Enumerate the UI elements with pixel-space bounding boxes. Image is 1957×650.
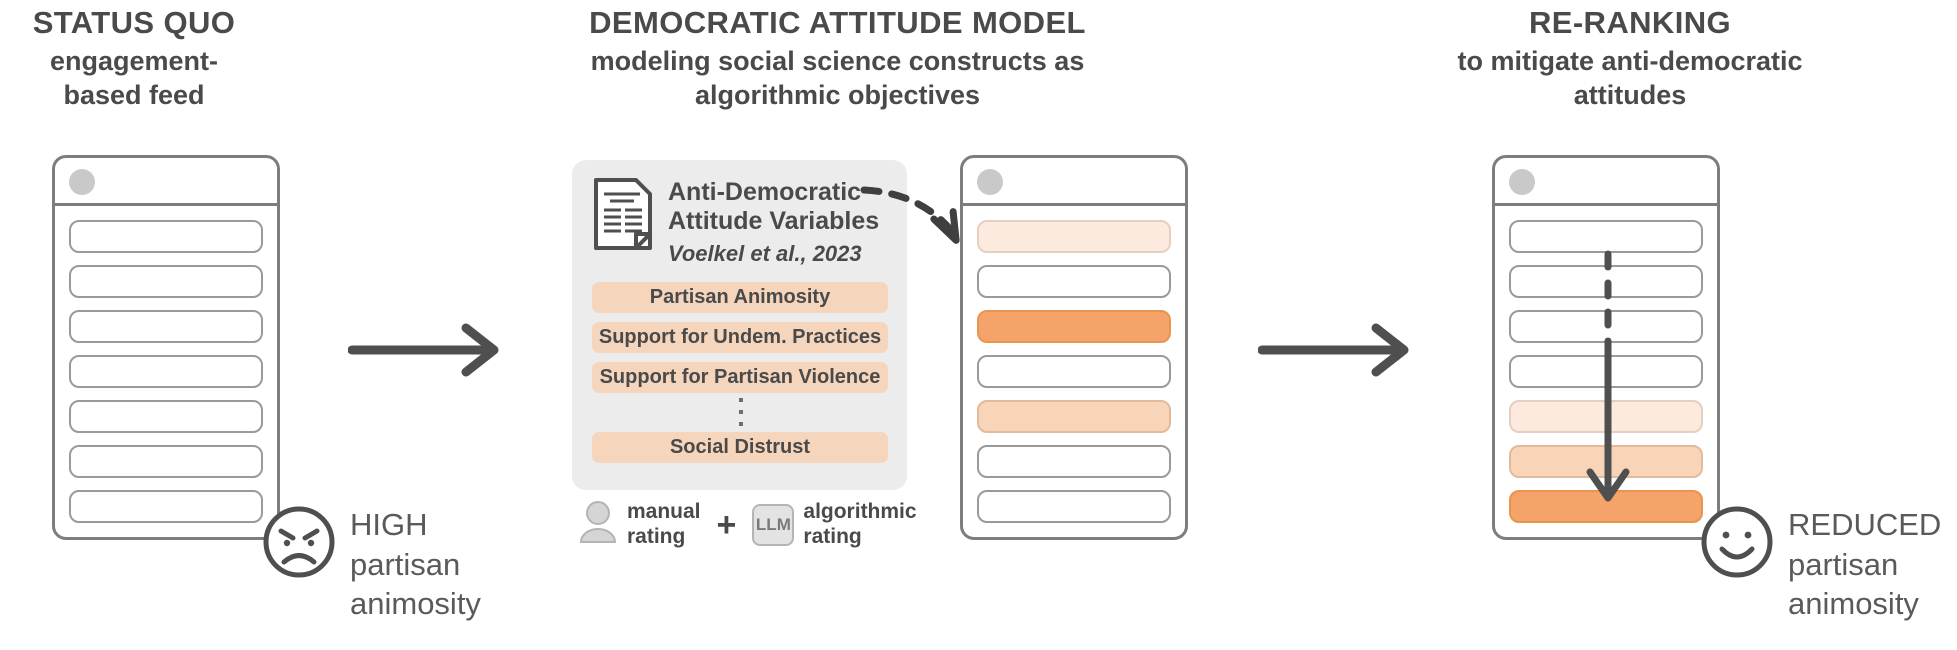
column-title: RE-RANKING [1528, 5, 1732, 40]
stage-arrow-2 [1257, 322, 1418, 378]
column-subtitle: modeling social science constructs as al… [590, 46, 1085, 110]
algorithmic-rating-label-line1: algorithmic [803, 500, 917, 524]
status-quo-feed[interactable] [52, 155, 280, 540]
feed-post-row[interactable] [977, 220, 1171, 253]
outcome-label-line3: animosity [350, 586, 481, 622]
panel-header: Anti-Democratic Attitude Variables Voelk… [592, 176, 892, 267]
column-title: STATUS QUO [32, 5, 236, 40]
feed-list [963, 206, 1185, 537]
variable-chip-label: Support for Partisan Violence [599, 366, 881, 388]
outcome-label-line2: partisan [1788, 546, 1899, 582]
outcome-label-line1: HIGH [350, 507, 428, 542]
feed-post-row[interactable] [1509, 400, 1703, 433]
feed-post-row[interactable] [69, 220, 263, 253]
outcome-status-quo: HIGH partisan animosity [262, 505, 481, 624]
plus-operator: + [716, 505, 737, 544]
column-subtitle: engagement- based feed [49, 46, 219, 110]
phone-top-bar [55, 158, 277, 206]
panel-heading-line1: Anti-Democratic [668, 178, 862, 206]
variable-chip-undemocratic-practices[interactable]: Support for Undem. Practices [592, 322, 888, 353]
feed-post-row[interactable] [1509, 490, 1703, 523]
smiling-face-icon [1700, 505, 1774, 584]
feed-post-row[interactable] [1509, 310, 1703, 343]
feed-post-row[interactable] [977, 490, 1171, 523]
feed-post-row[interactable] [69, 265, 263, 298]
document-icon [592, 176, 654, 257]
variable-chip-partisan-animosity[interactable]: Partisan Animosity [592, 282, 888, 313]
variable-chip-partisan-violence[interactable]: Support for Partisan Violence [592, 362, 888, 393]
scored-feed[interactable] [960, 155, 1188, 540]
panel-heading-line2: Attitude Variables [668, 207, 880, 235]
person-icon [578, 500, 618, 549]
feed-list [1495, 206, 1717, 537]
variable-chip-label: Social Distrust [669, 436, 811, 458]
reranked-feed[interactable] [1492, 155, 1720, 540]
outcome-label-line3: animosity [1788, 586, 1919, 622]
feed-post-row[interactable] [977, 355, 1171, 388]
avatar-dot-icon [1509, 169, 1535, 195]
column-title: DEMOCRATIC ATTITUDE MODEL [589, 5, 1086, 40]
llm-box-icon: LLM [752, 503, 795, 546]
feed-post-row[interactable] [69, 445, 263, 478]
rating-legend: manual rating + LLM algorithmic rating [578, 500, 917, 549]
variable-chip-social-distrust[interactable]: Social Distrust [592, 432, 888, 463]
outcome-reranked: REDUCED partisan animosity [1700, 505, 1941, 624]
column-header-re-ranking: RE-RANKING to mitigate anti-democratic a… [1315, 6, 1945, 112]
feed-post-row[interactable] [1509, 355, 1703, 388]
feed-post-row[interactable] [1509, 265, 1703, 298]
phone-top-bar [1495, 158, 1717, 206]
feed-post-row[interactable] [69, 490, 263, 523]
feed-list [55, 206, 277, 537]
stage-arrow-1 [347, 322, 508, 378]
algorithmic-rating-label-line2: rating [803, 524, 862, 548]
feed-post-row[interactable] [977, 400, 1171, 433]
column-header-status-quo: STATUS QUO engagement- based feed [0, 6, 268, 112]
panel-citation: Voelkel et al., 2023 [668, 241, 862, 266]
feed-post-row[interactable] [1509, 445, 1703, 478]
feed-post-row[interactable] [977, 310, 1171, 343]
column-subtitle: to mitigate anti-democratic attitudes [1457, 46, 1803, 110]
avatar-dot-icon [977, 169, 1003, 195]
feed-post-row[interactable] [1509, 220, 1703, 253]
vertical-ellipsis-icon [738, 398, 744, 426]
feed-post-row[interactable] [69, 355, 263, 388]
dashed-curved-arrow [860, 178, 1000, 260]
feed-post-row[interactable] [977, 265, 1171, 298]
variable-chip-label: Partisan Animosity [649, 286, 831, 308]
manual-rating-label-line1: manual [627, 500, 701, 524]
outcome-label-line1: REDUCED [1788, 507, 1942, 542]
avatar-dot-icon [69, 169, 95, 195]
llm-badge-label: LLM [755, 514, 791, 534]
outcome-label-line2: partisan [350, 546, 461, 582]
manual-rating-legend: manual rating [578, 500, 701, 549]
algorithmic-rating-legend: LLM algorithmic rating [752, 500, 917, 549]
angry-face-icon [262, 505, 336, 584]
variable-chip-label: Support for Undem. Practices [598, 326, 882, 348]
feed-post-row[interactable] [69, 310, 263, 343]
feed-post-row[interactable] [69, 400, 263, 433]
manual-rating-label-line2: rating [627, 524, 686, 548]
column-header-democratic-attitude-model: DEMOCRATIC ATTITUDE MODEL modeling socia… [480, 6, 1195, 112]
feed-post-row[interactable] [977, 445, 1171, 478]
phone-top-bar [963, 158, 1185, 206]
